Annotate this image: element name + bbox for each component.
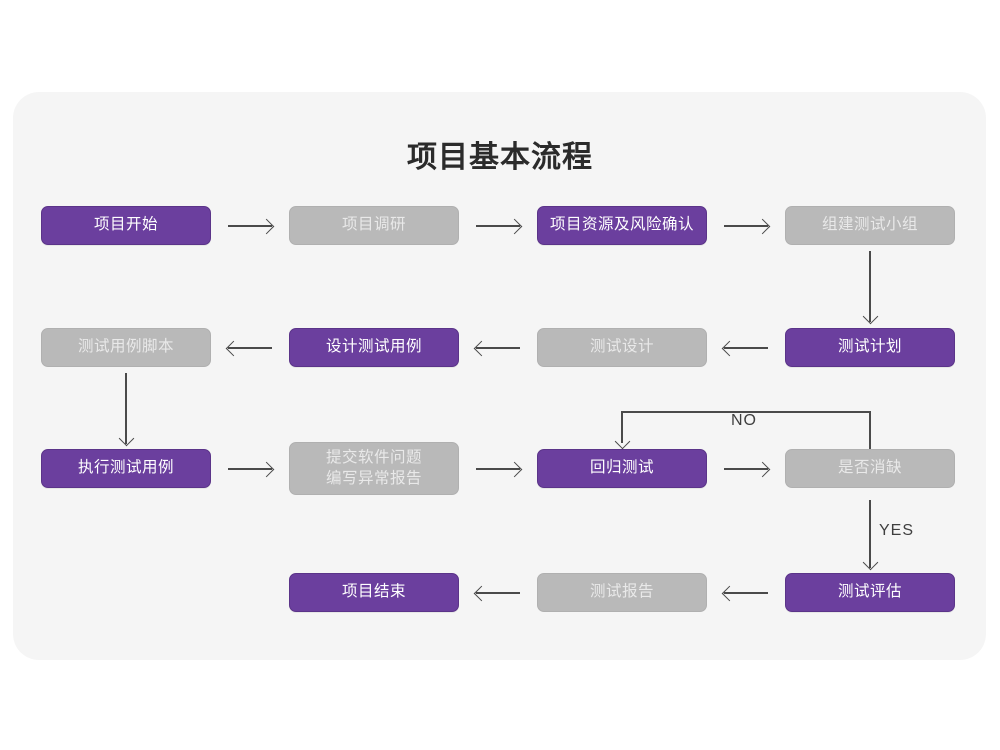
- arrow-n7-to-n6: [473, 340, 520, 356]
- node-design-test-case[interactable]: 设计测试用例: [289, 328, 459, 367]
- node-regression-test[interactable]: 回归测试: [537, 449, 707, 488]
- node-execute-test-case[interactable]: 执行测试用例: [41, 449, 211, 488]
- node-resource-risk-confirm[interactable]: 项目资源及风险确认: [537, 206, 707, 245]
- node-defect-cleared-decision[interactable]: 是否消缺: [785, 449, 955, 488]
- page-title: 项目基本流程: [407, 141, 593, 174]
- node-test-design[interactable]: 测试设计: [537, 328, 707, 367]
- node-project-research[interactable]: 项目调研: [289, 206, 459, 245]
- node-test-report[interactable]: 测试报告: [537, 573, 707, 612]
- edge-label-yes: YES: [879, 522, 915, 539]
- arrow-head: [721, 585, 738, 601]
- flowchart-card: [13, 92, 986, 660]
- loop-segment-down: [621, 411, 623, 443]
- arrow-n11-to-n12: [724, 461, 771, 477]
- arrow-head: [862, 554, 878, 571]
- arrow-n9-to-n10: [228, 461, 275, 477]
- arrow-head: [506, 461, 523, 477]
- arrow-shaft: [228, 347, 272, 349]
- arrow-shaft: [724, 225, 768, 227]
- node-test-case-script[interactable]: 测试用例脚本: [41, 328, 211, 367]
- arrow-n3-to-n4: [724, 218, 771, 234]
- node-project-end[interactable]: 项目结束: [289, 573, 459, 612]
- arrow-n12-to-n15: [862, 500, 878, 571]
- arrow-n4-to-n8: [862, 251, 878, 325]
- arrow-shaft: [228, 468, 272, 470]
- arrow-n5-to-n9: [118, 373, 134, 447]
- node-test-plan[interactable]: 测试计划: [785, 328, 955, 367]
- loop-arrow-head: [614, 433, 630, 450]
- arrow-n1-to-n2: [228, 218, 275, 234]
- arrow-head: [258, 461, 275, 477]
- arrow-shaft: [476, 225, 520, 227]
- arrow-n6-to-n5: [225, 340, 272, 356]
- node-submit-issue-report[interactable]: 提交软件问题 编写异常报告: [289, 442, 459, 495]
- arrow-shaft: [125, 373, 127, 444]
- arrow-n2-to-n3: [476, 218, 523, 234]
- loop-segment-across: [621, 411, 870, 413]
- node-test-evaluation[interactable]: 测试评估: [785, 573, 955, 612]
- arrow-n14-to-n13: [473, 585, 520, 601]
- node-form-test-team[interactable]: 组建测试小组: [785, 206, 955, 245]
- arrow-shaft: [476, 347, 520, 349]
- arrow-shaft: [476, 592, 520, 594]
- arrow-n15-to-n14: [721, 585, 768, 601]
- arrow-n10-to-n11: [476, 461, 523, 477]
- arrow-n8-to-n7: [721, 340, 768, 356]
- arrow-head: [754, 461, 771, 477]
- arrow-shaft: [869, 251, 871, 322]
- edge-label-no: NO: [731, 412, 757, 429]
- arrow-shaft: [869, 500, 871, 568]
- arrow-shaft: [228, 225, 272, 227]
- arrow-head: [473, 585, 490, 601]
- node-project-start[interactable]: 项目开始: [41, 206, 211, 245]
- loop-segment-up: [869, 411, 871, 449]
- arrow-shaft: [724, 347, 768, 349]
- arrow-shaft: [724, 468, 768, 470]
- arrow-shaft: [724, 592, 768, 594]
- arrow-shaft: [476, 468, 520, 470]
